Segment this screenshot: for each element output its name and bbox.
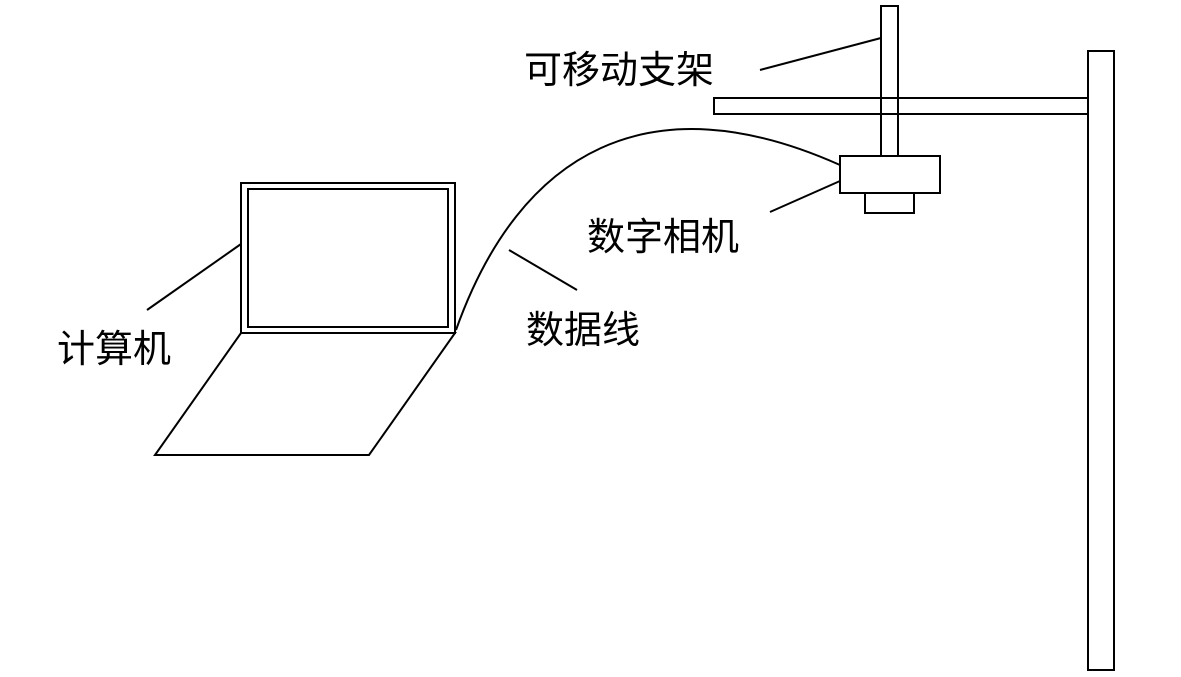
leader-line-cable	[508, 249, 578, 291]
camera-lens	[864, 192, 915, 214]
camera-body	[839, 155, 941, 194]
leader-line-stand	[759, 37, 882, 71]
label-stand: 可移动支架	[524, 48, 714, 92]
data-cable	[455, 128, 841, 331]
label-computer: 计算机	[57, 327, 171, 371]
movable-rod	[880, 5, 899, 157]
label-cable: 数据线	[526, 308, 640, 352]
vertical-pole	[1087, 50, 1115, 671]
horizontal-crossbar	[713, 97, 1089, 115]
laptop-screen-inner	[247, 188, 449, 328]
laptop-screen-outer	[240, 182, 456, 334]
label-camera: 数字相机	[587, 215, 739, 259]
leader-line-computer	[146, 243, 242, 311]
leader-line-camera	[769, 180, 841, 213]
laptop-base	[153, 332, 457, 456]
